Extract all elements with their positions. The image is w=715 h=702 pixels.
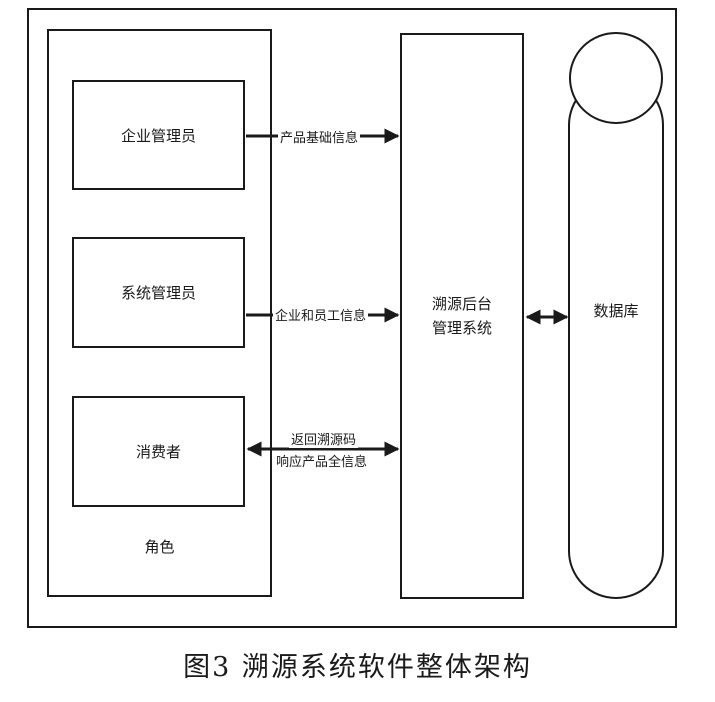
backend-label-line2: 管理系统: [431, 319, 492, 337]
diagram-frame: [27, 8, 677, 628]
figure-caption: 图3 溯源系统软件整体架构: [183, 652, 532, 683]
role-label: 企业管理员: [120, 126, 196, 145]
role-system-admin: 系统管理员: [72, 237, 245, 348]
roles-group-label: 角色: [144, 538, 175, 556]
role-consumer: 消费者: [72, 396, 245, 507]
role-label: 消费者: [135, 443, 181, 461]
flow-label-enterprise-staff: 企业和员工信息: [273, 305, 369, 324]
backend-label: 溯源后台 管理系统: [407, 292, 517, 340]
flow-label-product-info: 产品基础信息: [278, 127, 361, 146]
database-cylinder: [568, 32, 664, 599]
backend-system-box: 溯源后台 管理系统: [400, 33, 524, 599]
database-label: 数据库: [593, 302, 639, 320]
flow-label-product-full-info: 响应产品全信息: [274, 451, 370, 470]
role-enterprise-admin: 企业管理员: [72, 80, 245, 190]
backend-label-line1: 溯源后台: [431, 295, 492, 313]
flow-label-return-code: 返回溯源码: [289, 429, 359, 448]
role-label: 系统管理员: [120, 284, 196, 302]
